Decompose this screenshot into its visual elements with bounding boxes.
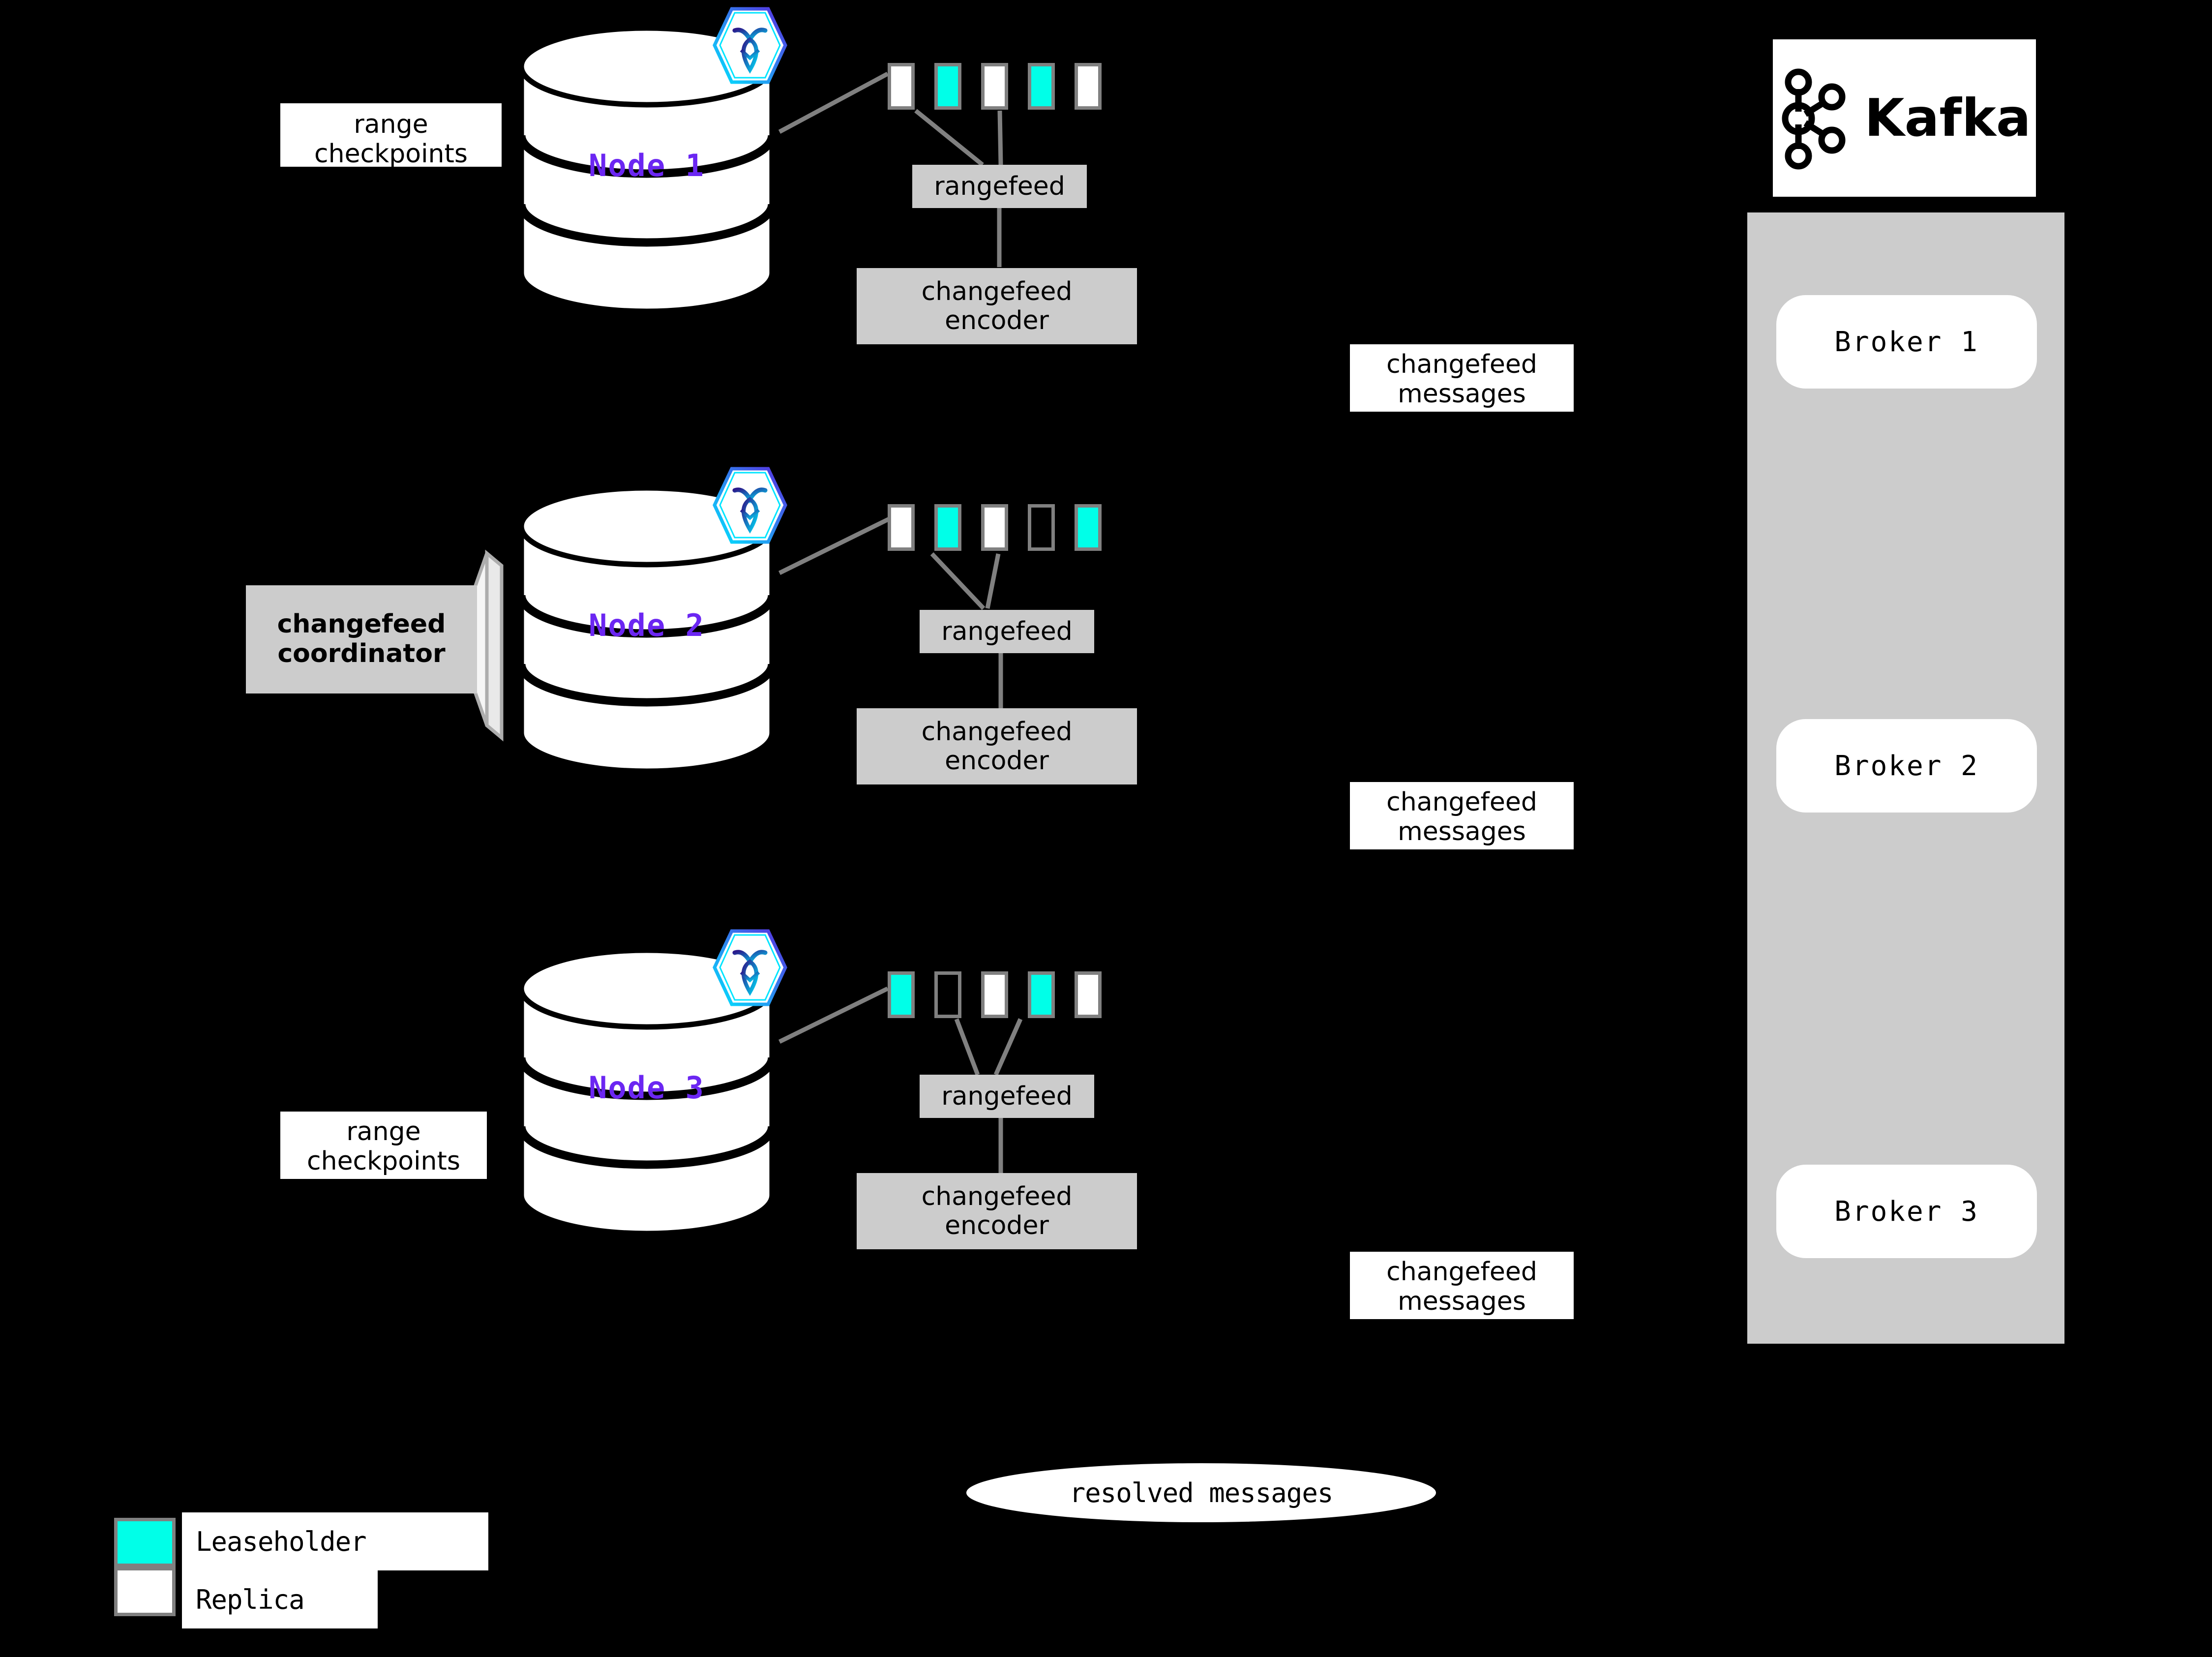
messages-line-2: messages [1398, 379, 1526, 409]
kafka-icon [1778, 66, 1852, 170]
callout-line-1: range [346, 1117, 421, 1146]
range-box [934, 63, 961, 110]
cockroachdb-icon [711, 927, 789, 1008]
messages-line-2: messages [1398, 1286, 1526, 1316]
encoder-line-1: changefeed [921, 1182, 1073, 1212]
node-2-changefeed-messages-label: changefeed messages [1350, 782, 1574, 849]
kafka-wordmark: Kafka [1864, 88, 2031, 148]
messages-line-2: messages [1398, 816, 1526, 846]
callout-line-2: checkpoints [314, 139, 468, 169]
node-3-range-checkpoints-callout: range checkpoints [280, 1112, 487, 1179]
callout-line-1: range [354, 110, 428, 139]
encoder-line-2: encoder [945, 305, 1049, 335]
broker-2[interactable]: Broker 2 [1776, 719, 2037, 813]
legend-swatch-leaseholder [114, 1518, 176, 1567]
encoder-line-2: encoder [945, 1210, 1049, 1240]
coordinator-line-1: changefeed [277, 609, 446, 639]
range-box [1075, 504, 1102, 551]
messages-line-1: changefeed [1386, 350, 1537, 379]
resolved-messages-pill: resolved messages [966, 1463, 1436, 1522]
range-box [981, 63, 1008, 110]
node-3-label: Node 3 [589, 1070, 705, 1106]
node-1-label: Node 1 [589, 148, 705, 183]
range-box [981, 971, 1008, 1018]
range-box [934, 971, 961, 1018]
node-1-rangefeed-box: rangefeed [912, 165, 1087, 208]
node-1-changefeed-encoder-box: changefeed encoder [857, 268, 1137, 344]
node-3-changefeed-messages-label: changefeed messages [1350, 1252, 1574, 1319]
range-box [1028, 504, 1055, 551]
encoder-line-2: encoder [945, 746, 1049, 776]
range-box [888, 63, 915, 110]
range-box [888, 971, 915, 1018]
callout-line-2: checkpoints [307, 1146, 460, 1176]
range-box [888, 504, 915, 551]
legend-label-replica: Replica [182, 1570, 378, 1628]
node-1-range-checkpoints-callout: range checkpoints [280, 103, 502, 169]
node-2-cylinder: Node 2 [516, 484, 777, 775]
messages-line-1: changefeed [1386, 1257, 1537, 1287]
node-1-cylinder: Node 1 [516, 25, 777, 315]
node-2-label: Node 2 [589, 607, 705, 643]
range-box [934, 504, 961, 551]
coordinator-line-2: coordinator [277, 639, 446, 668]
broker-1[interactable]: Broker 1 [1776, 295, 2037, 389]
range-box [1075, 63, 1102, 110]
kafka-logo: Kafka [1773, 39, 2036, 197]
range-box [981, 504, 1008, 551]
node-2-changefeed-encoder-box: changefeed encoder [857, 708, 1137, 784]
node-3-rangefeed-box: rangefeed [920, 1075, 1094, 1118]
encoder-line-1: changefeed [921, 717, 1073, 747]
range-box [1028, 63, 1055, 110]
range-box [1075, 971, 1102, 1018]
broker-3[interactable]: Broker 3 [1776, 1165, 2037, 1258]
messages-line-1: changefeed [1386, 787, 1537, 817]
cockroachdb-icon [711, 5, 789, 86]
legend-label-leaseholder: Leaseholder [182, 1512, 488, 1570]
legend-swatch-replica [114, 1567, 176, 1616]
cockroachdb-icon [711, 465, 789, 546]
changefeed-coordinator-callout: changefeed coordinator [246, 546, 566, 753]
encoder-line-1: changefeed [921, 277, 1073, 307]
node-3-cylinder: Node 3 [516, 947, 777, 1237]
node-2-rangefeed-box: rangefeed [920, 610, 1094, 653]
node-3-changefeed-encoder-box: changefeed encoder [857, 1173, 1137, 1249]
coordinator-box: changefeed coordinator [246, 585, 477, 693]
range-box [1028, 971, 1055, 1018]
node-1-changefeed-messages-label: changefeed messages [1350, 344, 1574, 412]
